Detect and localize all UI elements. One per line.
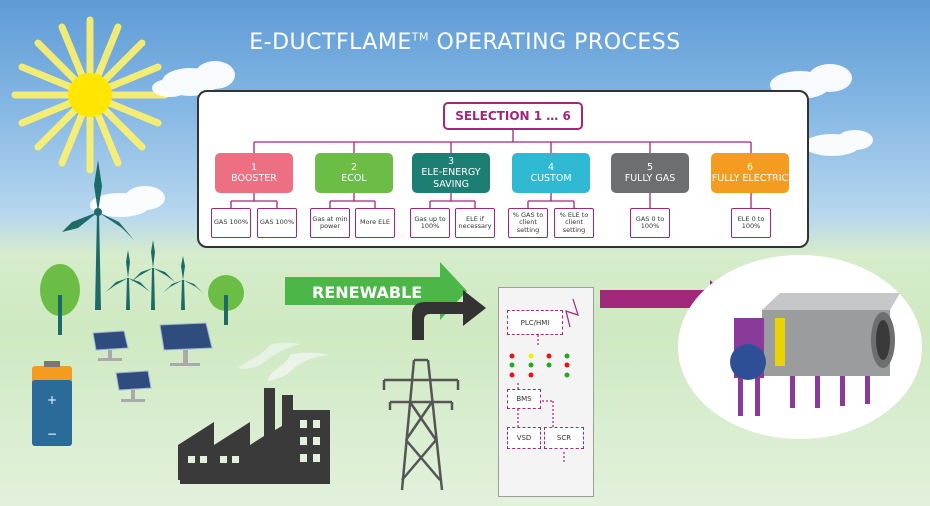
output-arrow [600,280,730,318]
sub-box: More ELE [355,208,395,238]
sun-icon [11,16,169,174]
indicator-lights [509,353,570,378]
sub-box: ELE 0 to 100% [731,208,771,238]
grid-connection-arrow [412,290,486,340]
bms-box: BMS [507,389,541,409]
svg-text:−: − [47,427,57,441]
svg-text:+: + [47,393,57,407]
renewable-label: RENEWABLE [312,283,423,302]
sub-box: GAS 0 to 100% [630,208,670,238]
sub-box: GAS 100% [211,208,251,238]
sub-box: Gas up to 100% [410,208,450,238]
battery-icon: + − [32,361,72,446]
scr-box: SCR [544,427,584,449]
wind-turbine-icon [106,240,203,310]
vsd-box: VSD [507,427,541,449]
sub-box: GAS 100% [257,208,297,238]
duct-heater-icon [730,293,900,416]
sub-box: ELE if necessary [455,208,495,238]
sub-box: % ELE to client setting [554,208,594,238]
tree-connectors [230,130,752,208]
factory-icon [178,342,330,484]
cabinet-wiring [509,298,579,462]
selection-box: SELECTION 1 … 6 [443,102,583,130]
sub-box: Gas at min power [310,208,350,238]
plc-hmi-box: PLC/HMI [507,310,563,335]
tree-icon [40,264,244,335]
power-pylon-icon [382,358,460,491]
diagram-title: E-DUCTFLAMETM OPERATING PROCESS [249,30,681,55]
wind-turbine-icon [62,160,134,310]
sub-box: % GAS to client setting [508,208,548,238]
renewable-arrow [285,262,467,320]
solar-panel-icon [92,322,213,402]
